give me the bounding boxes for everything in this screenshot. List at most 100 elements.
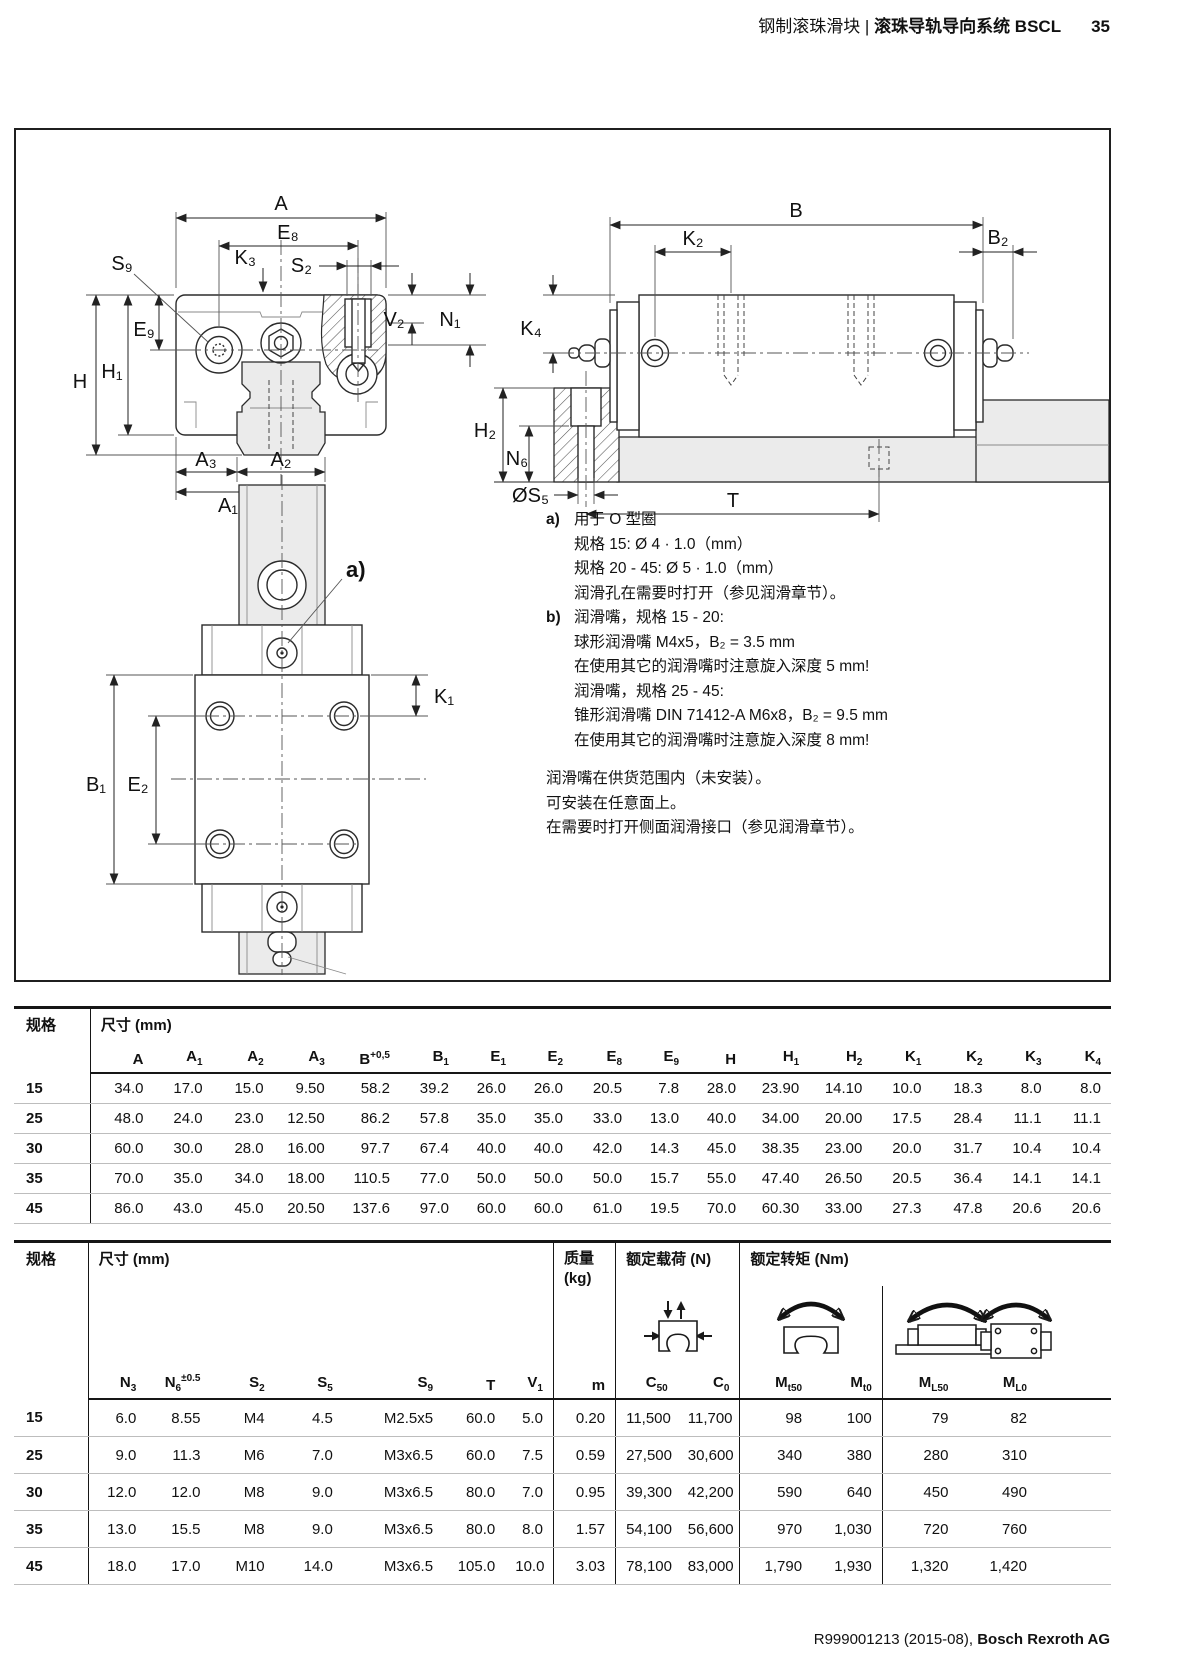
- value-cell: 8.0: [992, 1073, 1052, 1104]
- value-cell: 0.20: [553, 1399, 617, 1437]
- value-cell: 34.00: [746, 1103, 810, 1134]
- value-cell: 3.03: [553, 1547, 617, 1585]
- note-a-marker: a): [546, 511, 560, 528]
- dim-label-K2: K₂: [682, 228, 703, 250]
- value-cell: 1.57: [553, 1510, 617, 1548]
- column-header: N6±0.5: [146, 1366, 211, 1400]
- note-line: 球形润滑嘴 M4x5，B₂ = 3.5 mm: [574, 633, 795, 651]
- size-cell: 30: [14, 1473, 89, 1511]
- value-cell: 8.0: [505, 1510, 554, 1548]
- value-cell: 0.95: [553, 1473, 617, 1511]
- dim-label-A3: A₃: [195, 449, 216, 471]
- value-cell: 97.7: [334, 1133, 400, 1164]
- value-cell: 1,930: [812, 1547, 883, 1585]
- dim-label-A: A: [274, 193, 288, 215]
- column-header: Mt0: [812, 1366, 883, 1400]
- value-cell: 1,030: [812, 1510, 883, 1548]
- value-cell: 86.2: [334, 1103, 400, 1134]
- value-cell: 20.00: [809, 1103, 873, 1134]
- t2-torque-header: 额定转矩 (Nm): [750, 1251, 849, 1268]
- dim-label-K1: K₁: [434, 686, 454, 708]
- load-icon-cell: [615, 1286, 741, 1366]
- value-cell: 18.3: [931, 1073, 993, 1104]
- note-line: 可安装在任意面上。: [546, 794, 686, 812]
- column-header: m: [553, 1366, 617, 1400]
- value-cell: 83,000: [677, 1547, 741, 1585]
- value-cell: 27,500: [615, 1436, 678, 1474]
- value-cell: 30,600: [677, 1436, 741, 1474]
- value-cell: M3x6.5: [342, 1510, 444, 1548]
- value-cell: 80.0: [443, 1510, 506, 1548]
- column-header: B1: [399, 1040, 459, 1074]
- t2-load-header: 额定载荷 (N): [615, 1241, 741, 1286]
- value-cell: 15.0: [212, 1073, 274, 1104]
- value-cell: 34.0: [212, 1163, 274, 1194]
- value-cell: M3x6.5: [342, 1547, 444, 1585]
- size-cell: 35: [14, 1163, 91, 1194]
- column-header: A2: [212, 1040, 274, 1074]
- value-cell: 82: [958, 1399, 1111, 1437]
- value-cell: 720: [882, 1510, 959, 1548]
- value-cell: 14.1: [992, 1163, 1052, 1194]
- size-cell: 30: [14, 1133, 91, 1164]
- value-cell: 10.4: [1051, 1133, 1111, 1164]
- column-header: K3: [992, 1040, 1052, 1074]
- value-cell: 11.3: [146, 1436, 211, 1474]
- value-cell: 35.0: [516, 1103, 574, 1134]
- size-cell: 15: [14, 1073, 91, 1104]
- value-cell: 60.0: [443, 1399, 506, 1437]
- column-header: K1: [872, 1040, 932, 1074]
- value-cell: 70.0: [90, 1163, 154, 1194]
- value-cell: 1,790: [739, 1547, 813, 1585]
- value-cell: 20.6: [1051, 1193, 1111, 1224]
- dim-label-H: H: [73, 371, 87, 393]
- note-a: a) 用于 O 型圈 规格 15: Ø 4 · 1.0（mm） 规格 20 - …: [546, 508, 1091, 606]
- torque-ml50-icon-cell: [882, 1286, 999, 1366]
- torque-ml0-icon-cell: [958, 1286, 1111, 1366]
- column-header: H: [689, 1040, 747, 1074]
- value-cell: 26.0: [458, 1073, 516, 1104]
- value-cell: 17.5: [872, 1103, 932, 1134]
- note-line: 在使用其它的润滑嘴时注意旋入深度 5 mm!: [574, 658, 870, 675]
- dim-label-S9: S₉: [111, 253, 132, 275]
- value-cell: 13.0: [632, 1103, 690, 1134]
- value-cell: 12.50: [273, 1103, 335, 1134]
- value-cell: 8.0: [1051, 1073, 1111, 1104]
- general-notes: 润滑嘴在供货范围内（未安装）。 可安装在任意面上。 在需要时打开侧面润滑接口（参…: [546, 767, 1091, 841]
- value-cell: 38.35: [746, 1133, 810, 1164]
- value-cell: 14.10: [809, 1073, 873, 1104]
- column-header: E8: [573, 1040, 633, 1074]
- page-footer: R999001213 (2015-08), Bosch Rexroth AG: [814, 1631, 1110, 1648]
- dim-label-V2: V₂: [383, 309, 404, 331]
- value-cell: 23.00: [809, 1133, 873, 1164]
- header-title-bold: 滚珠导轨导向系统 BSCL: [874, 17, 1062, 36]
- value-cell: 58.2: [334, 1073, 400, 1104]
- value-cell: 31.7: [931, 1133, 993, 1164]
- value-cell: 14.3: [632, 1133, 690, 1164]
- value-cell: 380: [812, 1436, 883, 1474]
- column-header: C0: [677, 1366, 741, 1400]
- value-cell: 50.0: [573, 1163, 633, 1194]
- value-cell: 970: [739, 1510, 813, 1548]
- column-header: T: [443, 1366, 506, 1400]
- note-b-marker: b): [546, 609, 561, 626]
- value-cell: 23.0: [212, 1103, 274, 1134]
- value-cell: 45.0: [689, 1133, 747, 1164]
- dim-label-S5: ØS₅: [512, 485, 549, 507]
- value-cell: 9.0: [274, 1473, 343, 1511]
- value-cell: 760: [958, 1510, 1111, 1548]
- dim-label-K3: K₃: [235, 247, 256, 269]
- value-cell: 590: [739, 1473, 813, 1511]
- value-cell: 60.0: [516, 1193, 574, 1224]
- column-header: Mt50: [739, 1366, 813, 1400]
- value-cell: 98: [739, 1399, 813, 1437]
- front-view-drawing: A E₈ S₂ K₃ S₉ E₉ H₁ H V₂ N₁ A₃ A₂ A₁: [73, 193, 486, 517]
- value-cell: 11,700: [677, 1399, 741, 1437]
- value-cell: 60.0: [443, 1436, 506, 1474]
